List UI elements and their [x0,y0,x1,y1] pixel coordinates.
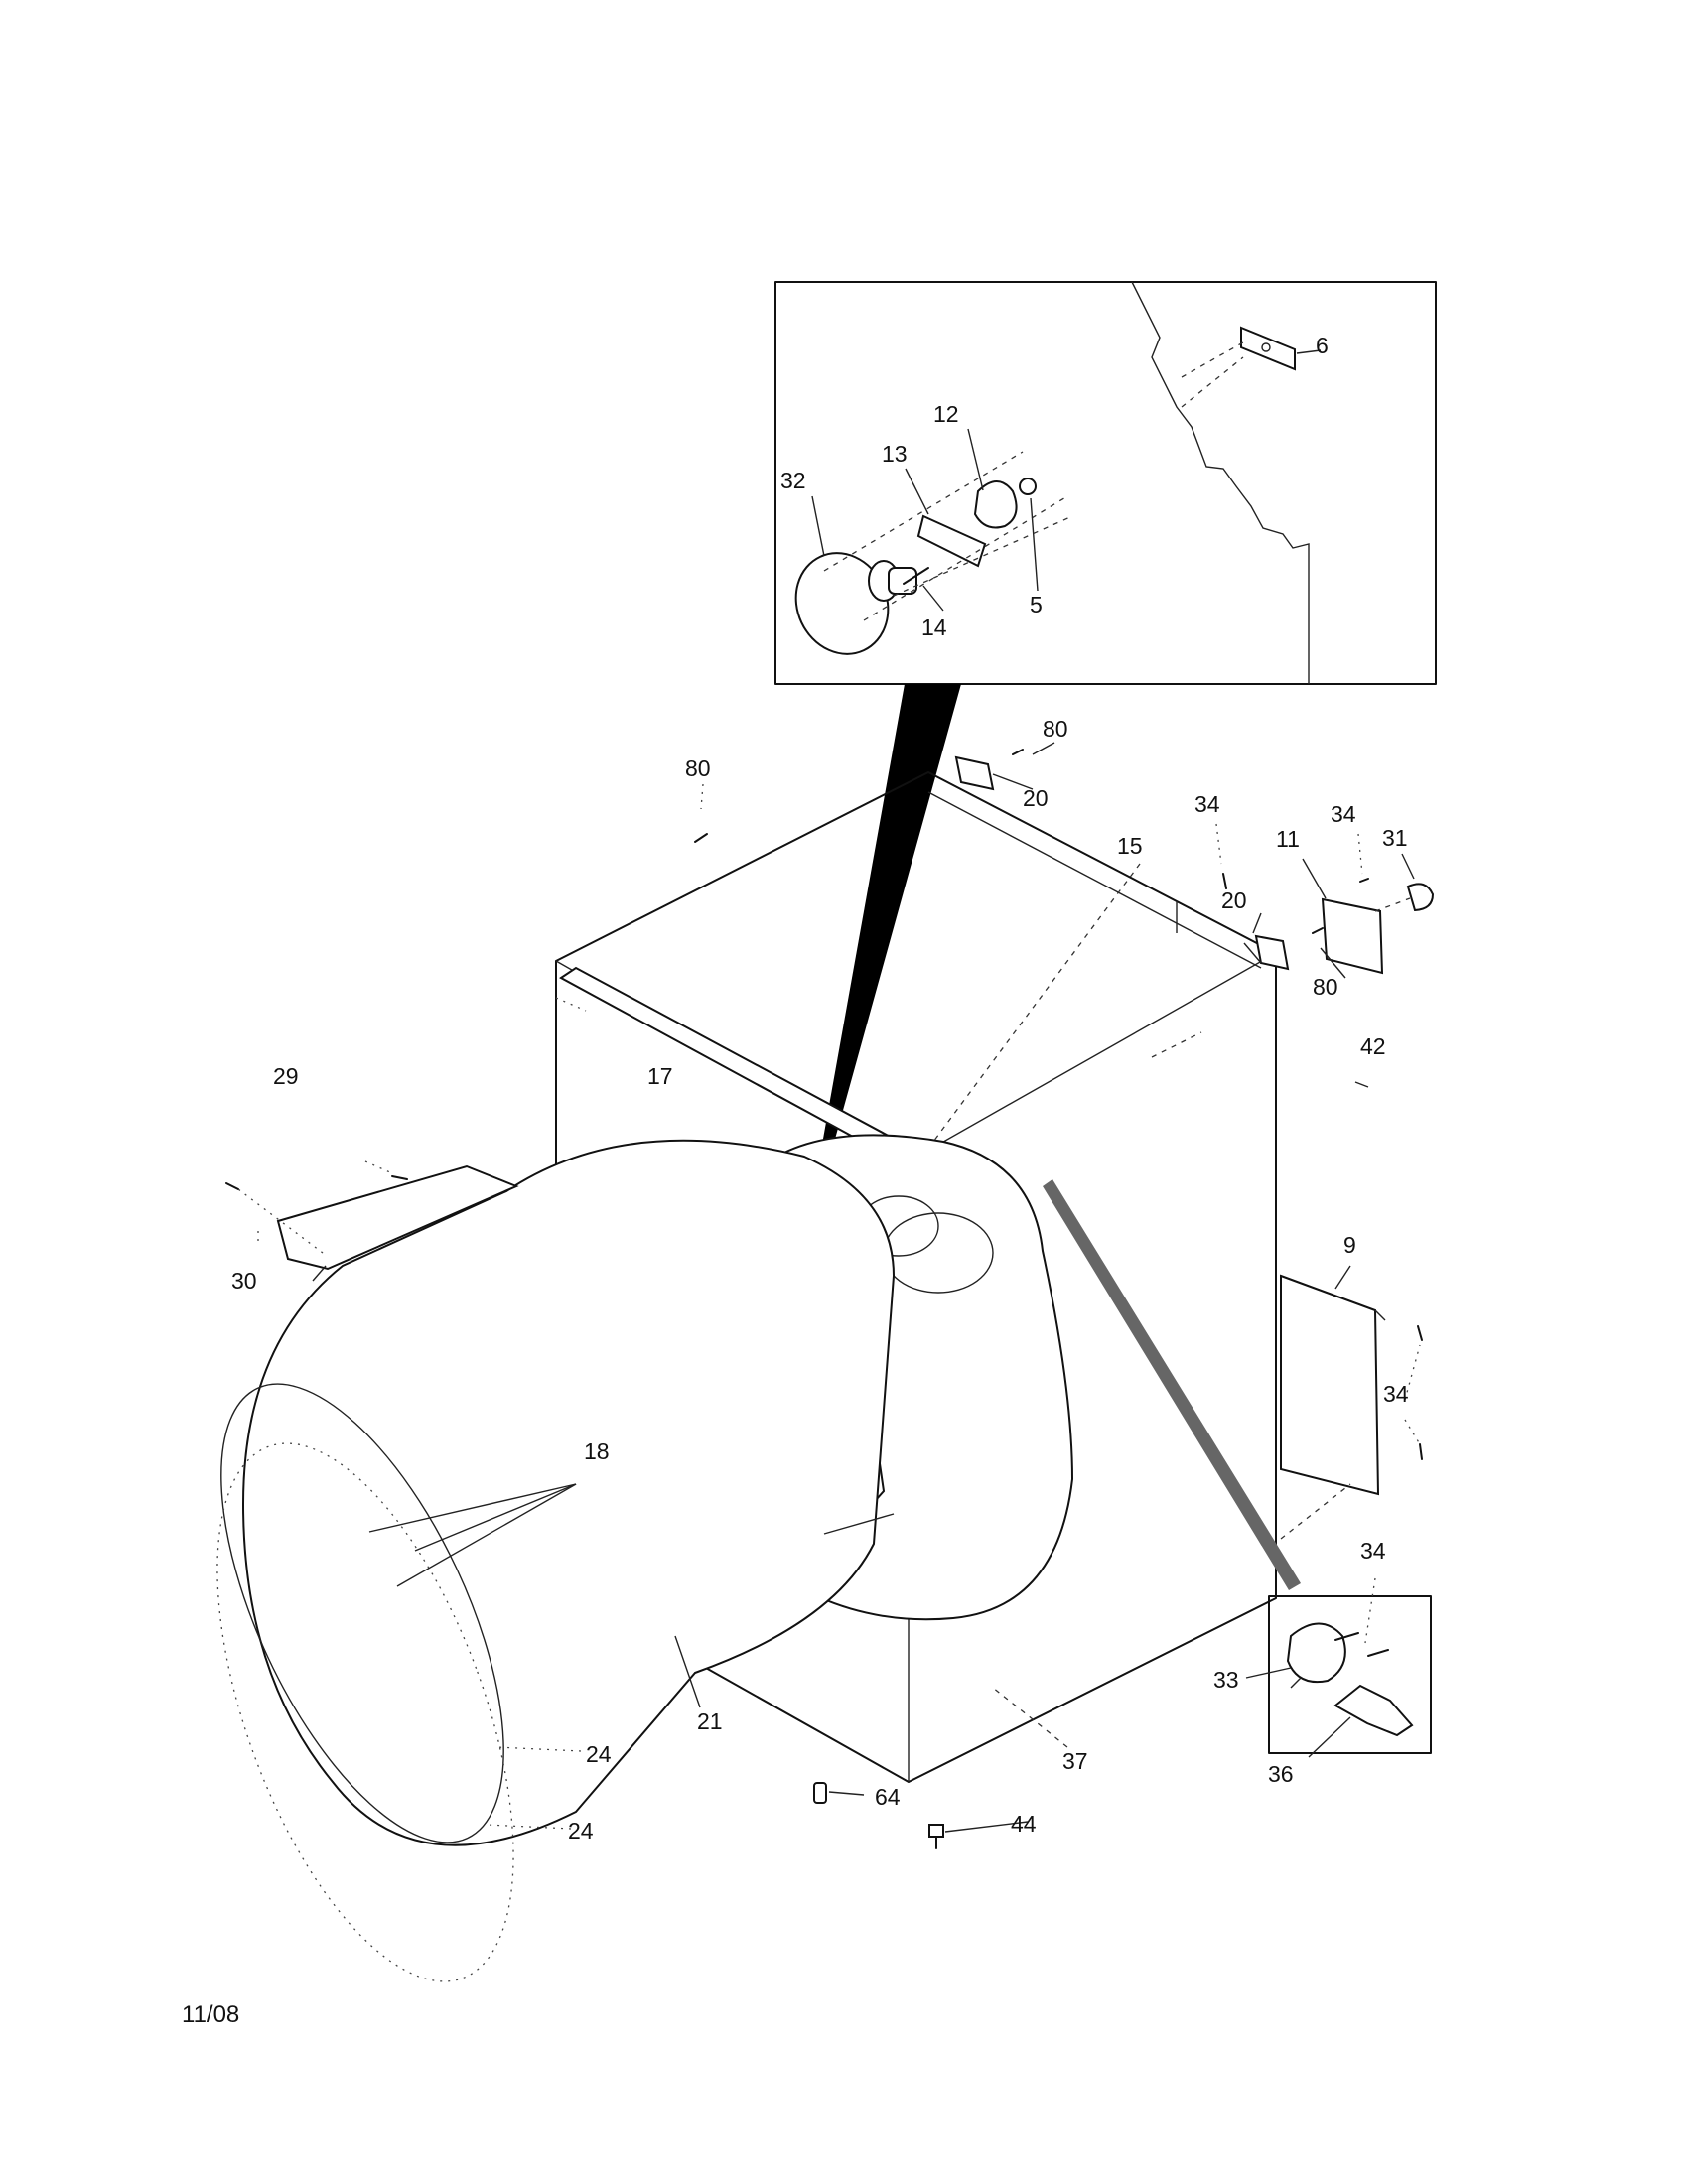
callout-32: 32 [780,468,806,493]
inset-detail-top [774,281,1437,685]
ball-part-5 [1019,478,1037,495]
drum-part-21 [220,1139,896,1846]
callout-34-b: 34 [1331,801,1356,827]
spring-part-12 [973,480,1018,529]
seal-part-24 [216,1442,514,1982]
screw-part-34-c [1417,1325,1423,1341]
callout-21: 21 [697,1708,723,1734]
callout-34-a: 34 [1194,791,1220,817]
callout-6: 6 [1316,333,1329,358]
callout-44: 44 [1011,1811,1037,1837]
callout-31: 31 [1382,825,1408,851]
leader-lines [237,742,1421,1833]
clip-part-64 [813,1782,827,1804]
heater-box-part-9 [1280,1274,1386,1496]
callout-20-top: 20 [1023,785,1049,811]
revision-date: 11/08 [182,2001,239,2028]
callout-36: 36 [1268,1761,1294,1787]
inset-pointer-lower [1043,1179,1301,1590]
callout-37: 37 [1062,1748,1088,1774]
clip-part-20-top [954,755,1034,791]
callout-17: 17 [647,1063,673,1089]
screw-part-80-right [1312,927,1324,934]
callout-30: 30 [231,1268,257,1294]
screw-part-14 [903,567,929,585]
callout-24-upper: 24 [586,1741,612,1767]
callout-20-right: 20 [1221,887,1247,913]
callout-80-left: 80 [685,755,711,781]
callout-29: 29 [273,1063,299,1089]
baffle-screws-part-18 [368,1483,577,1587]
callout-14: 14 [921,614,947,640]
clip-part-20-right [1243,934,1290,971]
callout-5: 5 [1030,592,1043,617]
screw-part-80-top [1012,749,1024,755]
inset-detail-lower [1268,1595,1432,1754]
callout-34-c: 34 [1383,1381,1409,1407]
callout-24-lower: 24 [568,1818,594,1843]
callout-34-d: 34 [1360,1538,1386,1564]
screw-part-34-b [1359,878,1369,883]
callout-33: 33 [1213,1667,1239,1693]
callout-80-right: 80 [1313,974,1338,1000]
knob-part-32 [794,552,917,655]
screw-part-34-a [1222,873,1227,889]
leveling-foot-part-44 [928,1824,944,1849]
callout-15: 15 [1117,833,1143,859]
sensor-part-31 [1374,883,1435,912]
callout-64: 64 [875,1784,901,1810]
cover-plate-part-11 [1321,897,1384,975]
screw-part-29-b [225,1182,239,1190]
thermostat-part-33 [1286,1622,1346,1683]
callout-80-top: 80 [1043,716,1068,742]
thermal-fuse-part-36 [1333,1684,1414,1737]
screw-part-34-d [1419,1443,1423,1460]
callout-11: 11 [1276,826,1300,852]
callout-9: 9 [1343,1232,1356,1258]
bracket-part-6 [1181,326,1322,408]
callout-42: 42 [1360,1033,1386,1059]
callout-labels: 6 12 13 32 5 14 80 80 20 15 34 34 11 31 … [231,333,1409,1843]
callout-12: 12 [933,401,959,427]
callout-18: 18 [584,1438,610,1464]
callout-13: 13 [882,441,908,467]
screw-part-80-left [694,833,708,843]
top-panel-part-30 [276,1164,519,1271]
screw-part-29 [391,1175,408,1180]
bracket-part-13 [916,514,987,568]
